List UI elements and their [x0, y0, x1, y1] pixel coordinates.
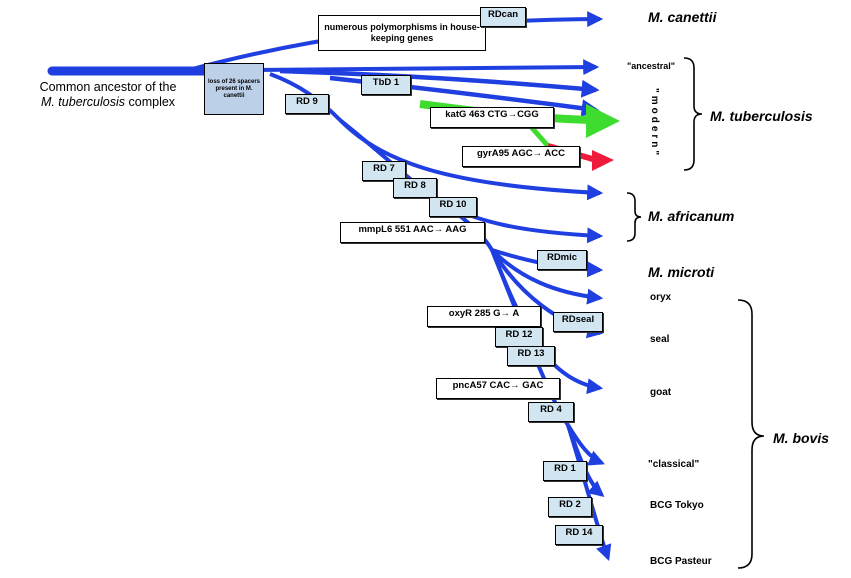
- marker-rd4: RD 4: [528, 402, 574, 422]
- root-label-line1: Common ancestor of the: [39, 80, 177, 94]
- branch-ancestral: [249, 59, 600, 76]
- marker-rdcan: RDcan: [480, 7, 526, 27]
- root-label: Common ancestor of the M. tuberculosis c…: [4, 80, 212, 110]
- marker-rdseal: RDseal: [553, 312, 603, 332]
- marker-rd9: RD 9: [285, 94, 329, 114]
- brace-africanum: [626, 192, 642, 242]
- sublineage-classical: "classical": [648, 459, 700, 470]
- species-tuberculosis: M. tuberculosis: [710, 108, 813, 124]
- branch-rd9: [269, 72, 342, 122]
- sublineage-ancestral: "ancestral": [627, 61, 676, 71]
- marker-rd10: RD 10: [429, 197, 477, 217]
- marker-rd2: RD 2: [548, 497, 592, 517]
- note-polymorphisms: numerous polymorphisms in house-keeping …: [318, 15, 486, 51]
- brace-bovis: [737, 299, 765, 569]
- marker-rd1: RD 1: [543, 461, 587, 481]
- marker-tbd1: TbD 1: [361, 75, 411, 95]
- marker-oxyr: oxyR 285 G→ A: [427, 306, 541, 327]
- root-label-complex: complex: [128, 95, 176, 109]
- branch-oryx: [490, 248, 604, 305]
- marker-rd8: RD 8: [393, 178, 437, 198]
- brace-tuberculosis: [683, 57, 703, 171]
- species-canettii: M. canettii: [648, 9, 717, 25]
- sublineage-goat: goat: [650, 387, 672, 398]
- species-africanum: M. africanum: [648, 208, 735, 224]
- sublineage-seal: seal: [650, 334, 670, 345]
- sublineage-bcg-pasteur: BCG Pasteur: [650, 556, 712, 567]
- species-bovis: M. bovis: [773, 430, 830, 446]
- katg-arrowhead: [586, 104, 620, 138]
- sublineage-bcg-tokyo: BCG Tokyo: [650, 500, 704, 511]
- species-microti: M. microti: [648, 264, 715, 280]
- marker-rd14: RD 14: [555, 525, 603, 545]
- marker-rd7: RD 7: [362, 161, 406, 181]
- marker-rdmic: RDmic: [537, 250, 587, 270]
- sublineage-modern: "modern": [649, 88, 661, 158]
- marker-rd12: RD 12: [495, 327, 543, 347]
- gyra-arrowhead: [592, 150, 614, 171]
- marker-katg: katG 463 CTG→CGG: [430, 107, 554, 128]
- note-spacers: loss of 26 spacers present in M. canetti…: [204, 63, 264, 115]
- sublineage-oryx: oryx: [650, 292, 672, 303]
- branch-modern-1: [279, 68, 600, 98]
- marker-gyra: gyrA95 AGC→ ACC: [462, 146, 580, 167]
- sublineage-modern-text: "modern": [649, 88, 660, 159]
- marker-mmpl6: mmpL6 551 AAC→ AAG: [340, 222, 485, 243]
- marker-rd13: RD 13: [507, 346, 555, 366]
- marker-pnca: pncA57 CAC→ GAC: [436, 378, 560, 399]
- root-label-species: M. tuberculosis: [40, 95, 126, 109]
